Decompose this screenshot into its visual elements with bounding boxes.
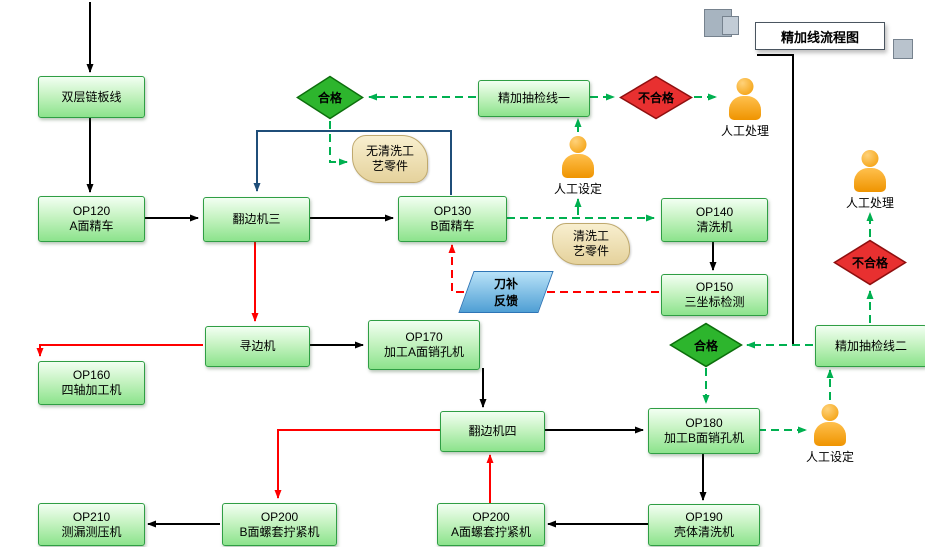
manual-handle-right: 人工处理 <box>832 150 908 211</box>
diamond-shape <box>669 322 743 368</box>
node-label: 寻边机 <box>239 339 276 353</box>
node-label: 测漏测压机 <box>61 524 122 539</box>
person-label: 人工处理 <box>845 196 894 210</box>
node-op200-a: OP200 A面螺套拧紧机 <box>437 503 545 546</box>
decision-fail-2: 不合格 <box>833 239 907 286</box>
node-label: OP190 <box>685 510 723 524</box>
node-op140: OP140 清洗机 <box>661 198 768 242</box>
note-wash-parts: 清洗工艺零件 <box>552 223 630 265</box>
node-label: OP210 <box>72 509 111 524</box>
node-sampling-line-1: 精加抽检线一 <box>478 80 590 117</box>
note-tool-compensation: 刀补反馈 <box>458 271 554 313</box>
decision-label: 不合格 <box>851 256 888 270</box>
manual-set-mid: 人工设定 <box>540 136 616 197</box>
node-op130: OP130 B面精车 <box>398 196 507 242</box>
node-label: 精加抽检线二 <box>834 338 907 353</box>
worker-icon <box>560 136 596 178</box>
manual-set-bottom: 人工设定 <box>792 404 868 465</box>
flowchart-title-text: 精加线流程图 <box>780 29 859 45</box>
decision-label: 合格 <box>693 338 718 353</box>
flowchart-title: 精加线流程图 <box>755 22 885 50</box>
note-text: 无清洗工艺零件 <box>365 144 414 173</box>
diamond-shape <box>296 75 364 120</box>
node-label: OP180 <box>685 416 723 430</box>
worker-icon <box>727 78 763 120</box>
decision-fail-1: 不合格 <box>619 75 693 120</box>
node-flip-machine-4: 翻边机四 <box>440 411 545 452</box>
node-label: 双层链板线 <box>61 89 122 104</box>
node-label: 翻边机四 <box>468 424 517 438</box>
node-op210: OP210 测漏测压机 <box>38 503 145 546</box>
note-no-wash-parts: 无清洗工艺零件 <box>352 135 428 183</box>
node-label: 翻边机三 <box>232 212 281 226</box>
node-label: 壳体清洗机 <box>673 525 734 539</box>
node-op200-b: OP200 B面螺套拧紧机 <box>222 503 337 546</box>
node-label: OP170 <box>405 330 443 344</box>
diamond-shape <box>833 239 907 286</box>
manual-handle-top: 人工处理 <box>707 78 783 139</box>
decision-label: 合格 <box>317 91 342 105</box>
node-label: OP140 <box>695 205 734 219</box>
person-label: 人工处理 <box>720 124 769 138</box>
decision-label: 不合格 <box>637 91 674 105</box>
node-label: 精加抽检线一 <box>497 91 570 105</box>
decision-pass-2: 合格 <box>669 322 743 368</box>
node-label: A面螺套拧紧机 <box>450 524 531 539</box>
worker-icon <box>812 404 848 446</box>
person-label: 人工设定 <box>553 182 602 196</box>
node-label: OP150 <box>695 280 734 294</box>
decision-pass-1: 合格 <box>296 75 364 120</box>
node-label: 四轴加工机 <box>61 383 122 397</box>
node-label: 加工A面销孔机 <box>383 345 464 359</box>
node-op180: OP180 加工B面销孔机 <box>648 408 760 454</box>
node-label: 三坐标检测 <box>684 295 745 309</box>
worker-icon <box>852 150 888 192</box>
note-text: 清洗工艺零件 <box>572 229 609 258</box>
node-label: 清洗机 <box>696 220 733 234</box>
decoration-square <box>722 16 739 35</box>
person-label: 人工设定 <box>805 450 854 464</box>
node-op160: OP160 四轴加工机 <box>38 361 145 405</box>
node-label: OP200 <box>260 509 299 524</box>
node-label: OP120 <box>72 204 111 218</box>
node-label: B面精车 <box>430 219 475 233</box>
node-op120: OP120 A面精车 <box>38 196 145 242</box>
diamond-shape <box>619 75 693 120</box>
node-op170: OP170 加工A面销孔机 <box>368 320 480 370</box>
note-text: 刀补反馈 <box>493 277 518 308</box>
node-label: A面精车 <box>69 219 114 233</box>
node-double-chain-line: 双层链板线 <box>38 76 145 118</box>
node-op190: OP190 壳体清洗机 <box>648 504 760 546</box>
node-label: 加工B面销孔机 <box>663 431 744 445</box>
node-flip-machine-3: 翻边机三 <box>203 197 310 242</box>
node-op150: OP150 三坐标检测 <box>661 274 768 316</box>
node-label: OP160 <box>72 368 111 382</box>
node-label: OP130 <box>433 204 472 218</box>
node-label: OP200 <box>472 509 510 524</box>
decoration-square <box>893 39 913 59</box>
node-edge-finder: 寻边机 <box>205 326 310 367</box>
node-label: B面螺套拧紧机 <box>239 524 320 539</box>
node-sampling-line-2: 精加抽检线二 <box>815 325 925 367</box>
